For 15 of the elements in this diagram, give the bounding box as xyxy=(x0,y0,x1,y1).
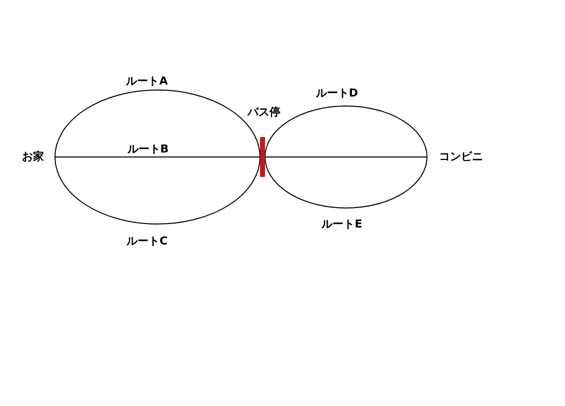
edge-label: ルートE xyxy=(320,218,364,230)
bus-stop-bar xyxy=(260,137,265,177)
edge-label: ルートB xyxy=(126,142,170,156)
curved-route-line xyxy=(54,156,260,224)
place-label: コンビニ xyxy=(427,148,483,166)
curved-route-line xyxy=(54,90,260,158)
straight-route-line xyxy=(54,156,260,158)
caption-label: バス停 xyxy=(248,106,280,118)
edge-label: ルートC xyxy=(125,234,169,248)
curved-route-line xyxy=(264,106,428,158)
place-label: お家 xyxy=(19,148,55,166)
straight-route-line xyxy=(264,156,428,158)
edge-label: ルートD xyxy=(314,86,360,100)
edge-label: ルートA xyxy=(125,74,169,88)
curved-route-line xyxy=(264,156,428,208)
